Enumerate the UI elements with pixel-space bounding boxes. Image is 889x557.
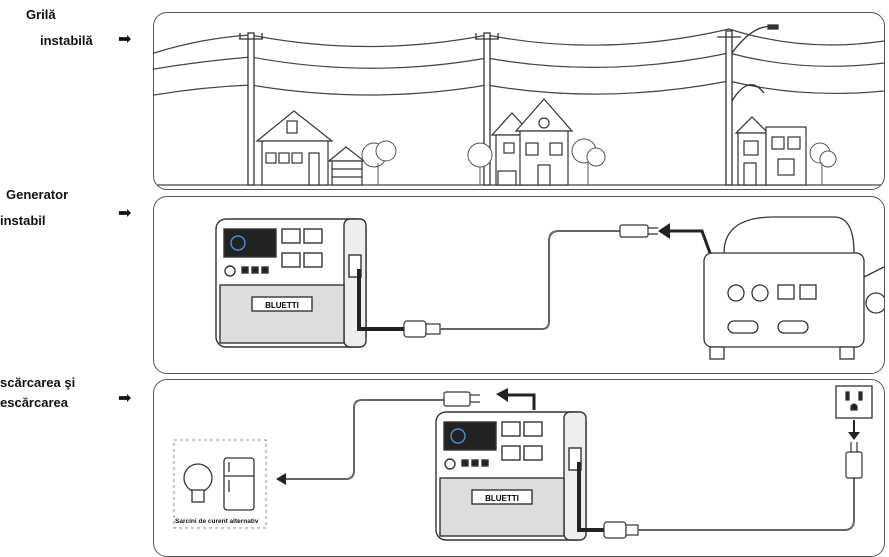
grid-scene	[154, 13, 884, 189]
power-station-icon	[216, 219, 366, 347]
arrow-right-icon: ➡	[118, 206, 131, 222]
tree-icon	[810, 143, 836, 185]
house-icon	[736, 117, 806, 185]
plug-icon	[620, 225, 658, 237]
row-label-charging-line1: scărcarea şi	[0, 374, 75, 392]
power-station-icon	[436, 412, 586, 540]
generator-panel: BLUETTI	[153, 196, 885, 374]
house-icon	[492, 99, 572, 185]
plug-icon	[604, 522, 638, 538]
brand-label: BLUETTI	[265, 301, 299, 310]
row-label-grid-line2: instabilă	[40, 32, 93, 50]
row-label-charging-line2: escărcarea	[0, 394, 68, 412]
house-icon	[257, 111, 364, 185]
ac-loads-caption: Sarcini de curent alternativ	[175, 518, 258, 525]
arrow-right-icon: ➡	[118, 32, 131, 48]
tree-icon	[362, 141, 396, 185]
arrow-right-icon: ➡	[118, 391, 131, 407]
plug-icon	[846, 442, 862, 478]
generator-scene: BLUETTI	[154, 197, 884, 373]
charging-scene: BLUETTI	[154, 380, 884, 556]
row-label-grid-line1: Grilă	[26, 6, 56, 24]
utility-pole-icon	[239, 33, 263, 185]
wall-outlet-icon	[836, 386, 872, 418]
refrigerator-icon	[224, 458, 254, 510]
grid-panel	[153, 12, 885, 190]
charging-panel: BLUETTI	[153, 379, 885, 557]
generator-icon	[704, 217, 884, 359]
tree-icon	[572, 139, 605, 185]
light-bulb-icon	[184, 464, 212, 502]
plug-icon	[404, 321, 440, 337]
brand-label: BLUETTI	[485, 494, 519, 503]
row-label-generator-line1: Generator	[6, 186, 68, 204]
plug-icon	[444, 392, 480, 406]
row-label-generator-line2: instabil	[0, 212, 46, 230]
